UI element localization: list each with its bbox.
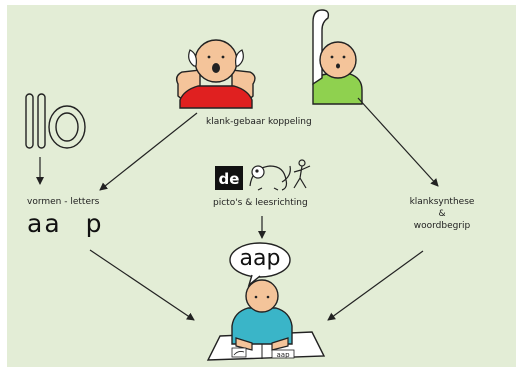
synthesis-line-3: woordbegrip [413, 221, 471, 231]
speech-bubble-icon [229, 242, 291, 287]
synthesis-line-2: & [438, 209, 446, 219]
arrow-gesture-to-synthesis [357, 97, 439, 187]
sheet-word: aap [276, 351, 290, 359]
pictos-reading-label: picto's & leesrichting [213, 198, 308, 208]
arrows [36, 97, 439, 321]
arrow-synthesis-to-child [327, 250, 424, 321]
arrow-letters-to-child [89, 249, 195, 321]
letter-shapes-icon [25, 93, 86, 149]
raised-arm-person-icon [312, 9, 363, 105]
arrow-gesture-to-letters [99, 112, 198, 191]
de-picto-icon: de [215, 166, 243, 190]
speech-word: aap [239, 246, 281, 271]
letters-example: aa p [27, 209, 104, 238]
synthesis-line-1: klanksynthese [409, 197, 475, 207]
ears-gesture-person-icon [175, 39, 256, 109]
monkey-picto-icon [249, 165, 291, 191]
sound-gesture-label: klank-gebaar koppeling [206, 117, 312, 127]
stick-figure-picto-icon [293, 159, 311, 189]
picto-de-text: de [219, 170, 240, 188]
synthesis-label: klanksynthese & woordbegrip [402, 196, 482, 232]
forms-letters-label: vormen - letters [27, 197, 100, 207]
reading-child-icon: aap [206, 279, 326, 361]
